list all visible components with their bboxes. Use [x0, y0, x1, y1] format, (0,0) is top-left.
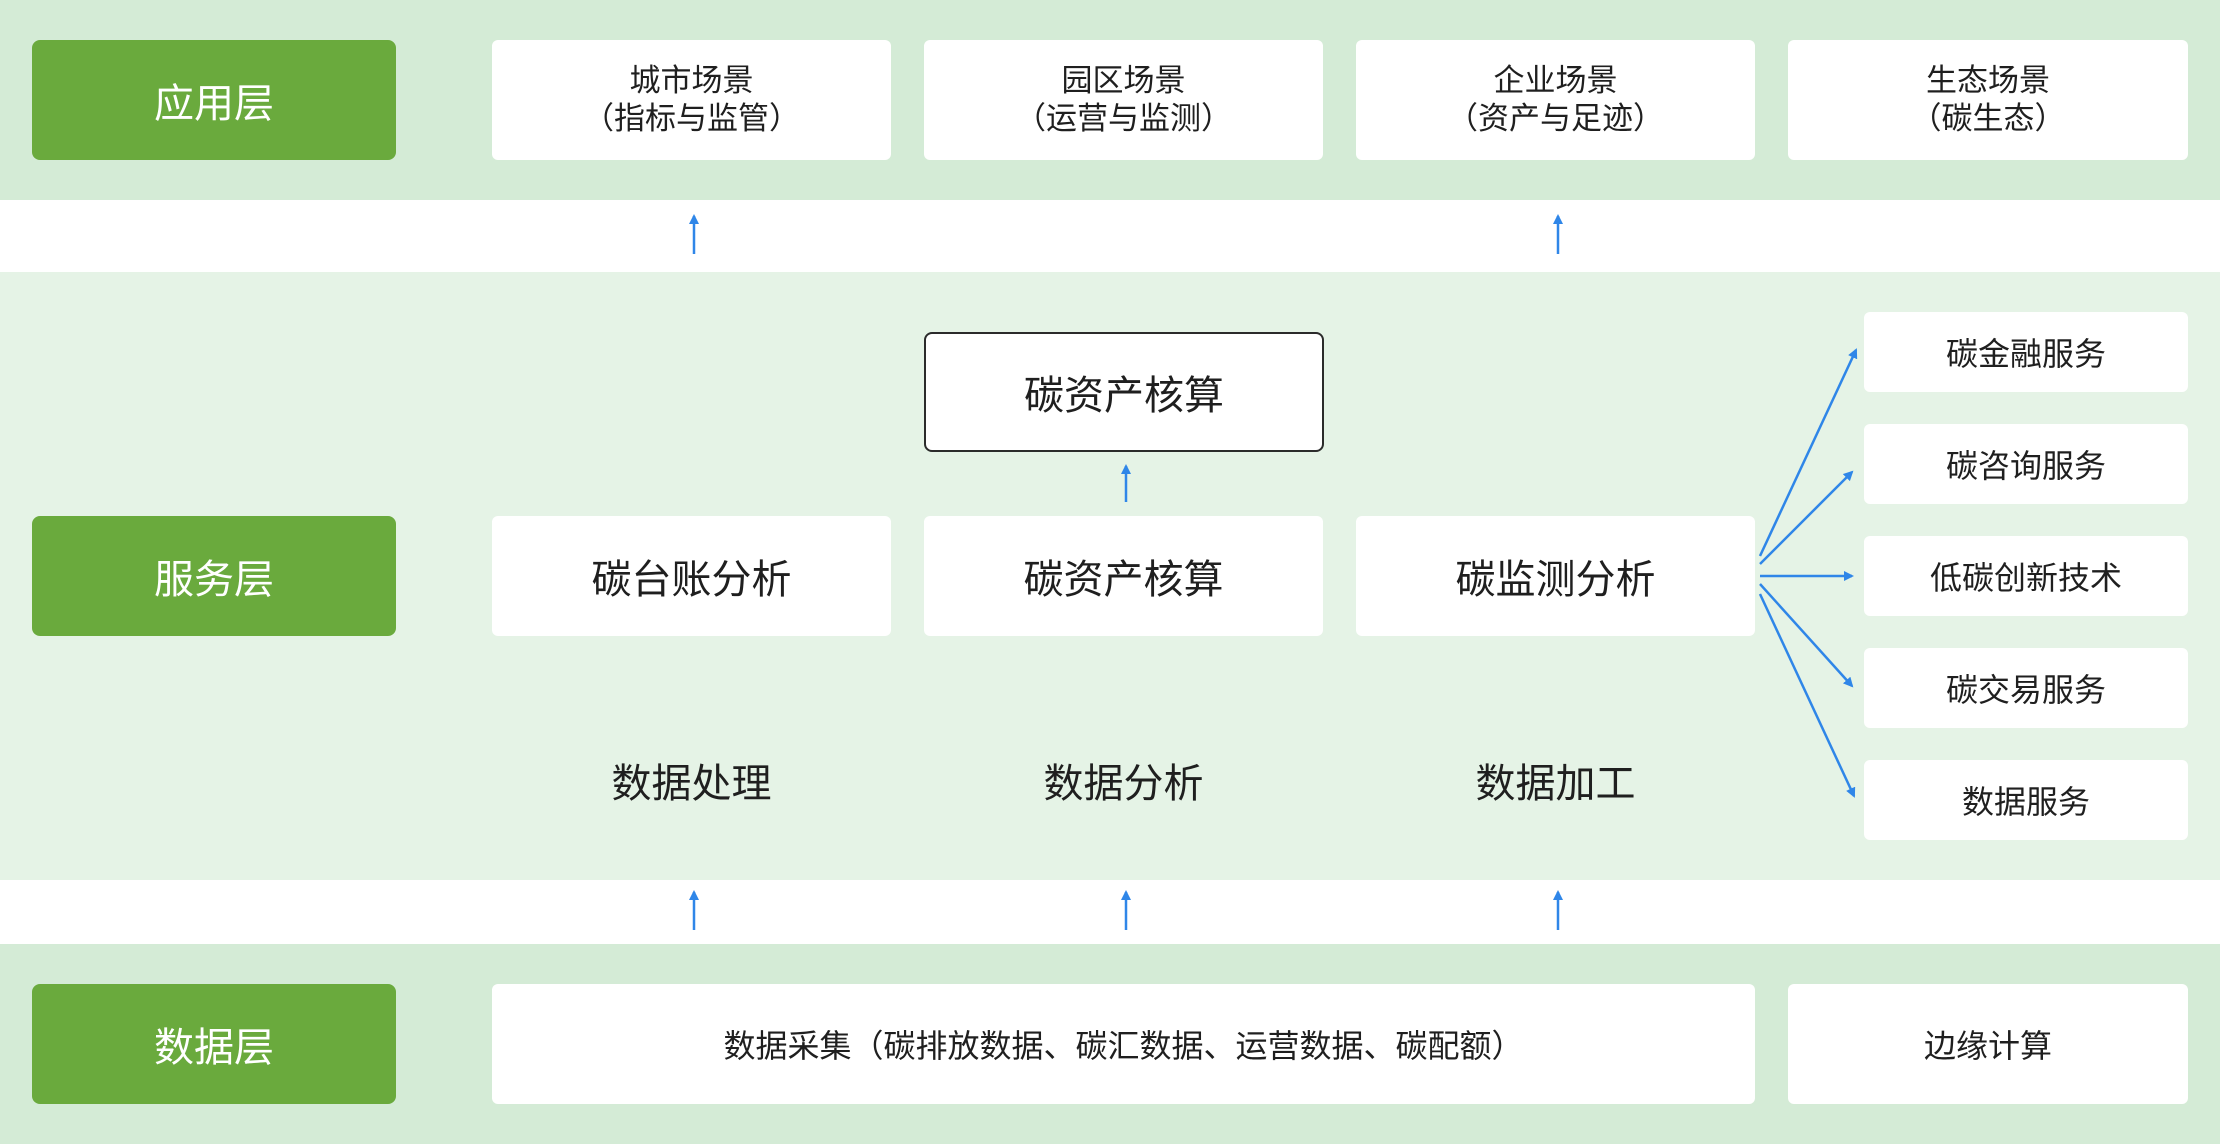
scene-subtitle: （运营与监测）: [1015, 101, 1232, 137]
scene-subtitle: （碳生态）: [1910, 101, 2066, 137]
data-analysis-label: 数据分析: [1043, 761, 1204, 807]
service-carbon-finance: 碳金融服务: [1864, 312, 2188, 392]
service-carbon-trading: 碳交易服务: [1864, 648, 2188, 728]
service-carbon-consulting: 碳咨询服务: [1864, 424, 2188, 504]
service-low-carbon-innovation: 低碳创新技术: [1864, 536, 2188, 616]
service-layer-label: 服务层: [32, 516, 396, 636]
edge-computing-box: 边缘计算: [1788, 984, 2188, 1104]
data-collection-box: 数据采集（碳排放数据、碳汇数据、运营数据、碳配额）: [492, 984, 1755, 1104]
carbon-asset-accounting-top-box: 碳资产核算: [924, 332, 1324, 452]
module-carbon-monitoring-analysis: 碳监测分析: [1356, 516, 1755, 636]
arrow-to-carbon-consulting: [1759, 470, 1854, 565]
arrow-to-carbon-finance: [1758, 348, 1858, 557]
scene-city: 城市场景 （指标与监管）: [492, 40, 891, 160]
data-processing-label: 数据处理: [611, 761, 772, 807]
scene-subtitle: （指标与监管）: [583, 101, 800, 137]
arrow-to-data-service: [1758, 593, 1856, 798]
scene-enterprise: 企业场景 （资产与足迹）: [1356, 40, 1755, 160]
module-carbon-asset-accounting: 碳资产核算: [924, 516, 1323, 636]
data-layer-label: 数据层: [32, 984, 396, 1104]
scene-title: 生态场景: [1926, 63, 2050, 99]
arrow-to-carbon-trading: [1759, 583, 1854, 688]
data-refining-label: 数据加工: [1475, 761, 1636, 807]
module-carbon-ledger-analysis: 碳台账分析: [492, 516, 891, 636]
scene-title: 企业场景: [1493, 63, 1618, 99]
scene-subtitle: （资产与足迹）: [1447, 101, 1664, 137]
scene-ecology: 生态场景 （碳生态）: [1788, 40, 2188, 160]
scene-title: 城市场景: [629, 63, 754, 99]
application-layer-label: 应用层: [32, 40, 396, 160]
service-data: 数据服务: [1864, 760, 2188, 840]
scene-park: 园区场景 （运营与监测）: [924, 40, 1323, 160]
scene-title: 园区场景: [1061, 63, 1186, 99]
